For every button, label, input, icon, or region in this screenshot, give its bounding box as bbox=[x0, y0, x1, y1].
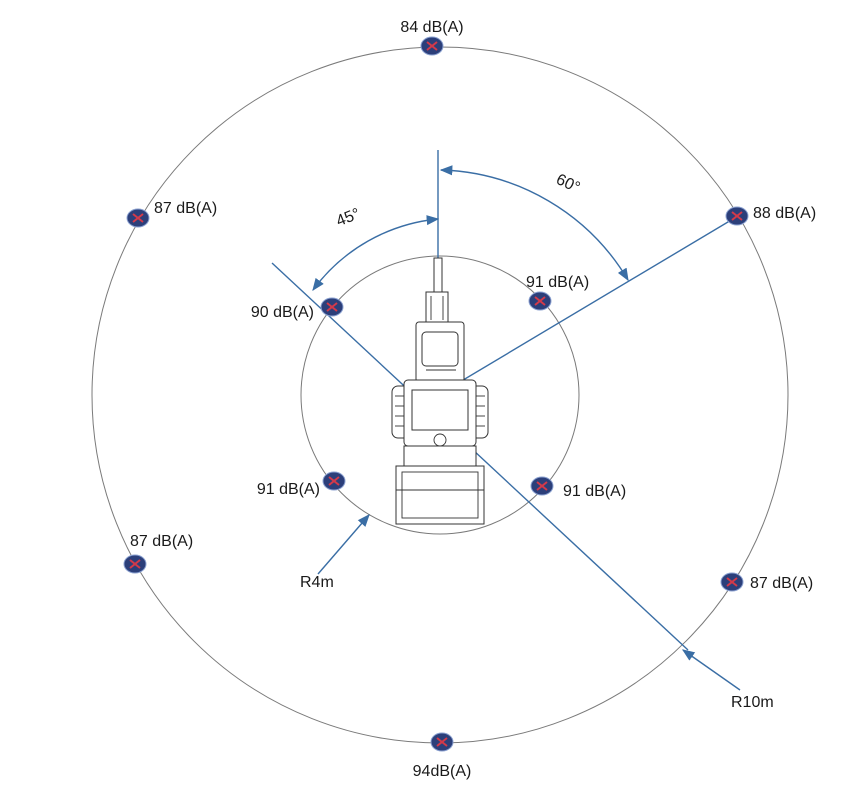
angle-arc-45 bbox=[312, 215, 440, 292]
measurement-marker-icon bbox=[123, 554, 147, 574]
marker-cross bbox=[436, 737, 448, 747]
measurement-label: 94dB(A) bbox=[413, 763, 472, 780]
measurement-point-inner-south-east: 91 dB(A) bbox=[530, 476, 626, 500]
measurement-marker-icon bbox=[725, 206, 749, 226]
marker-cross bbox=[132, 213, 144, 223]
measurement-point-inner-south-west: 91 dB(A) bbox=[257, 471, 346, 498]
measurement-marker-icon bbox=[528, 291, 552, 311]
measurement-label: 84 dB(A) bbox=[400, 19, 463, 36]
measurement-label: 91 dB(A) bbox=[257, 481, 320, 498]
inner-radius-label: R4m bbox=[300, 574, 334, 591]
line-60-deg bbox=[437, 215, 739, 396]
measurement-point-north-west: 87 dB(A) bbox=[126, 200, 217, 228]
measurement-markers: 84 dB(A) 88 dB(A) 87 dB(A) 94dB(A) 87 dB… bbox=[123, 19, 816, 780]
marker-cross bbox=[129, 559, 141, 569]
measurement-point-west-south: 87 dB(A) bbox=[123, 533, 193, 574]
r4m-pointer-arrow bbox=[317, 514, 370, 575]
angle-label-45: 45° bbox=[334, 205, 363, 230]
measurement-point-north: 84 dB(A) bbox=[400, 19, 464, 56]
angle-label-60: 60° bbox=[553, 171, 582, 197]
outer-radius-label: R10m bbox=[731, 694, 774, 711]
excavator-top-view-icon bbox=[391, 257, 489, 525]
marker-cross bbox=[328, 476, 340, 486]
measurement-label: 91 dB(A) bbox=[526, 274, 589, 291]
marker-cross bbox=[731, 211, 743, 221]
measurement-label: 87 dB(A) bbox=[154, 200, 217, 217]
measurement-point-east-south: 87 dB(A) bbox=[720, 572, 813, 592]
measurement-marker-icon bbox=[720, 572, 744, 592]
marker-cross bbox=[326, 302, 338, 312]
measurement-label: 90 dB(A) bbox=[251, 304, 314, 321]
measurement-marker-icon bbox=[430, 732, 454, 752]
r10m-pointer-arrow bbox=[681, 649, 741, 691]
marker-cross bbox=[536, 481, 548, 491]
measurement-marker-icon bbox=[126, 208, 150, 228]
measurement-label: 88 dB(A) bbox=[753, 205, 816, 222]
measurement-point-north-east: 88 dB(A) bbox=[725, 205, 816, 226]
measurement-marker-icon bbox=[322, 471, 346, 491]
angle-arc-60 bbox=[439, 165, 629, 282]
marker-cross bbox=[726, 577, 738, 587]
measurement-marker-icon bbox=[530, 476, 554, 496]
measurement-point-south: 94dB(A) bbox=[413, 732, 472, 780]
measurement-label: 87 dB(A) bbox=[750, 575, 813, 592]
marker-cross bbox=[426, 41, 438, 51]
measurement-label: 87 dB(A) bbox=[130, 533, 193, 550]
measurement-point-inner-north-west: 90 dB(A) bbox=[251, 297, 344, 321]
line-45-deg bbox=[271, 262, 689, 651]
measurement-label: 91 dB(A) bbox=[563, 483, 626, 500]
measurement-marker-icon bbox=[420, 36, 444, 56]
marker-cross bbox=[534, 296, 546, 306]
measurement-marker-icon bbox=[320, 297, 344, 317]
measurement-point-inner-north-east: 91 dB(A) bbox=[526, 274, 589, 311]
